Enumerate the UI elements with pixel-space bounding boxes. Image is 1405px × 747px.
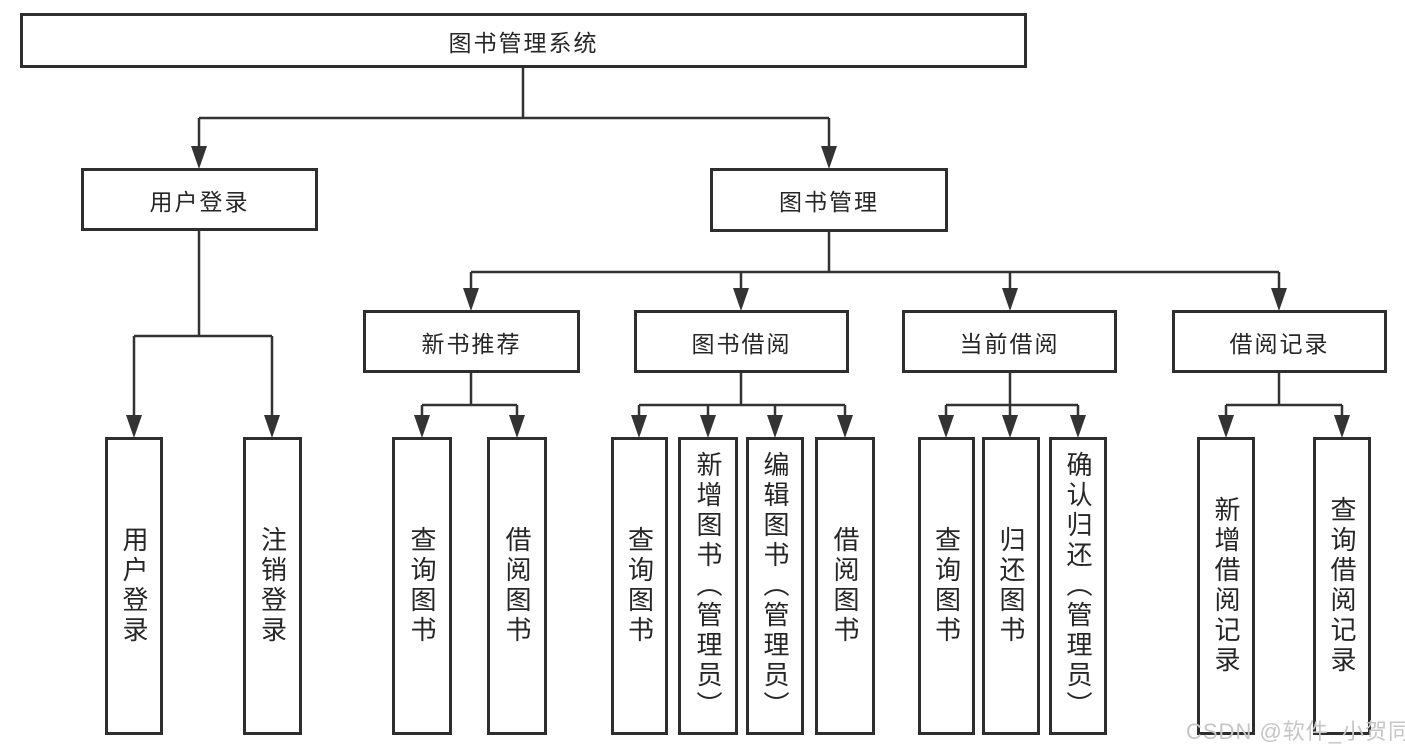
- arrowheads: [126, 146, 1350, 438]
- leaf-add-borrow-record: 新增借阅记录: [1197, 437, 1255, 735]
- node-new-book-recommend: 新书推荐: [363, 310, 580, 373]
- leaf-query-books-current: 查询图书: [918, 437, 975, 735]
- leaf-confirm-return-admin: 确认归还（管理员）: [1049, 437, 1107, 735]
- leaf-add-books-admin: 新增图书（管理员）: [678, 437, 738, 735]
- connector-current-borrow-children: [944, 373, 1080, 416]
- node-book-management: 图书管理: [710, 168, 948, 232]
- leaf-return-books: 归还图书: [982, 437, 1040, 735]
- connector-borrow-records-children: [1224, 373, 1344, 416]
- node-library-system: 图书管理系统: [20, 13, 1027, 68]
- leaf-user-login: 用户登录: [105, 437, 163, 735]
- node-borrow-records: 借阅记录: [1172, 310, 1387, 373]
- node-user-login: 用户登录: [81, 168, 318, 231]
- connector-user-login-children: [132, 231, 274, 416]
- leaf-logout: 注销登录: [243, 437, 302, 735]
- node-current-borrowing: 当前借阅: [902, 310, 1117, 373]
- leaf-query-borrow-record: 查询借阅记录: [1313, 437, 1371, 735]
- connector-new-books-children: [420, 373, 519, 416]
- leaf-borrow-books-borrowing: 借阅图书: [815, 437, 875, 735]
- leaf-query-books-borrowing: 查询图书: [611, 437, 668, 735]
- connector-book-borrow-children: [637, 373, 847, 416]
- leaf-edit-books-admin: 编辑图书（管理员）: [746, 437, 804, 735]
- leaf-borrow-books-recommend: 借阅图书: [487, 437, 547, 735]
- leaf-query-books-recommend: 查询图书: [392, 437, 452, 735]
- csdn-watermark: CSDN @软件_小贺同学: [1186, 719, 1405, 744]
- node-book-borrowing: 图书借阅: [634, 310, 849, 373]
- connector-book-mgmt-to-level3: [469, 232, 1281, 289]
- connector-root-to-level2: [197, 68, 831, 147]
